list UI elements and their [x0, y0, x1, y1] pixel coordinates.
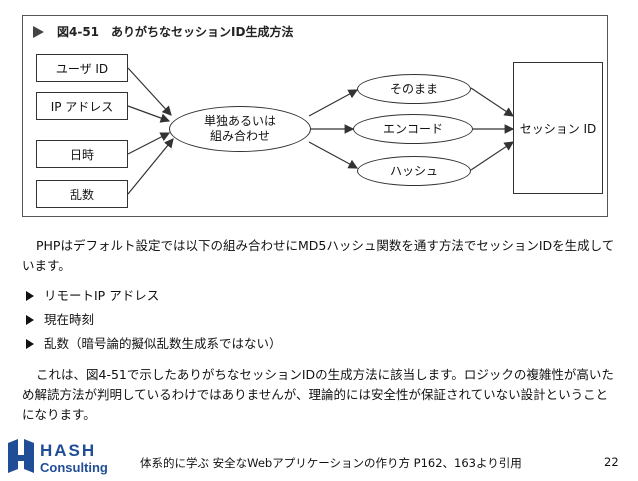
output-session-id: セッション ID [513, 62, 603, 194]
conclusion-paragraph: これは、図4-51で示したありがちなセッションIDの生成方法に該当します。ロジッ… [22, 367, 614, 422]
figure-diagram: 図4-51 ありがちなセッションID生成方法 ユーザ ID IP アドレス 日時… [22, 15, 608, 217]
input-datetime: 日時 [36, 140, 128, 168]
input-random: 乱数 [36, 180, 128, 208]
bullet-item: 現在時刻 [26, 311, 94, 329]
svg-text:HASH: HASH [40, 441, 96, 460]
figure-title: 図4-51 ありがちなセッションID生成方法 [57, 25, 294, 39]
combiner-node: 単独あるいは 組み合わせ [169, 106, 311, 152]
arrow-userid-combiner [127, 67, 172, 116]
bullet-item: リモートIP アドレス [26, 287, 159, 305]
method-hash: ハッシュ [357, 156, 471, 186]
bullet-arrow-icon [26, 339, 34, 349]
diagram-arrows [127, 67, 515, 195]
method-as-is: そのまま [357, 74, 471, 104]
bullet-arrow-icon [26, 315, 34, 325]
arrow-combiner-hash [308, 141, 359, 169]
arrow-random-combiner [127, 138, 174, 195]
method-encode: エンコード [353, 114, 473, 144]
input-user-id: ユーザ ID [36, 54, 128, 82]
hash-consulting-logo: HASH Consulting [4, 437, 134, 477]
arrow-datetime-combiner [127, 132, 171, 155]
title-triangle-icon [33, 26, 44, 38]
input-ip-address: IP アドレス [36, 92, 128, 120]
intro-paragraph: PHPはデフォルト設定では以下の組み合わせにMD5ハッシュ関数を通す方法でセッシ… [22, 238, 615, 273]
page-number: 22 [604, 455, 619, 469]
arrow-asis-output [470, 87, 514, 117]
citation-text: 体系的に学ぶ 安全なWebアプリケーションの作り方 P162、163より引用 [140, 456, 522, 470]
arrow-combiner-asis [308, 89, 359, 117]
bullet-item: 乱数（暗号論的擬似乱数生成系ではない） [26, 335, 282, 353]
arrow-hash-output [470, 141, 514, 171]
arrow-ip-combiner [127, 105, 171, 123]
bullet-arrow-icon [26, 291, 34, 301]
svg-text:Consulting: Consulting [40, 460, 108, 475]
